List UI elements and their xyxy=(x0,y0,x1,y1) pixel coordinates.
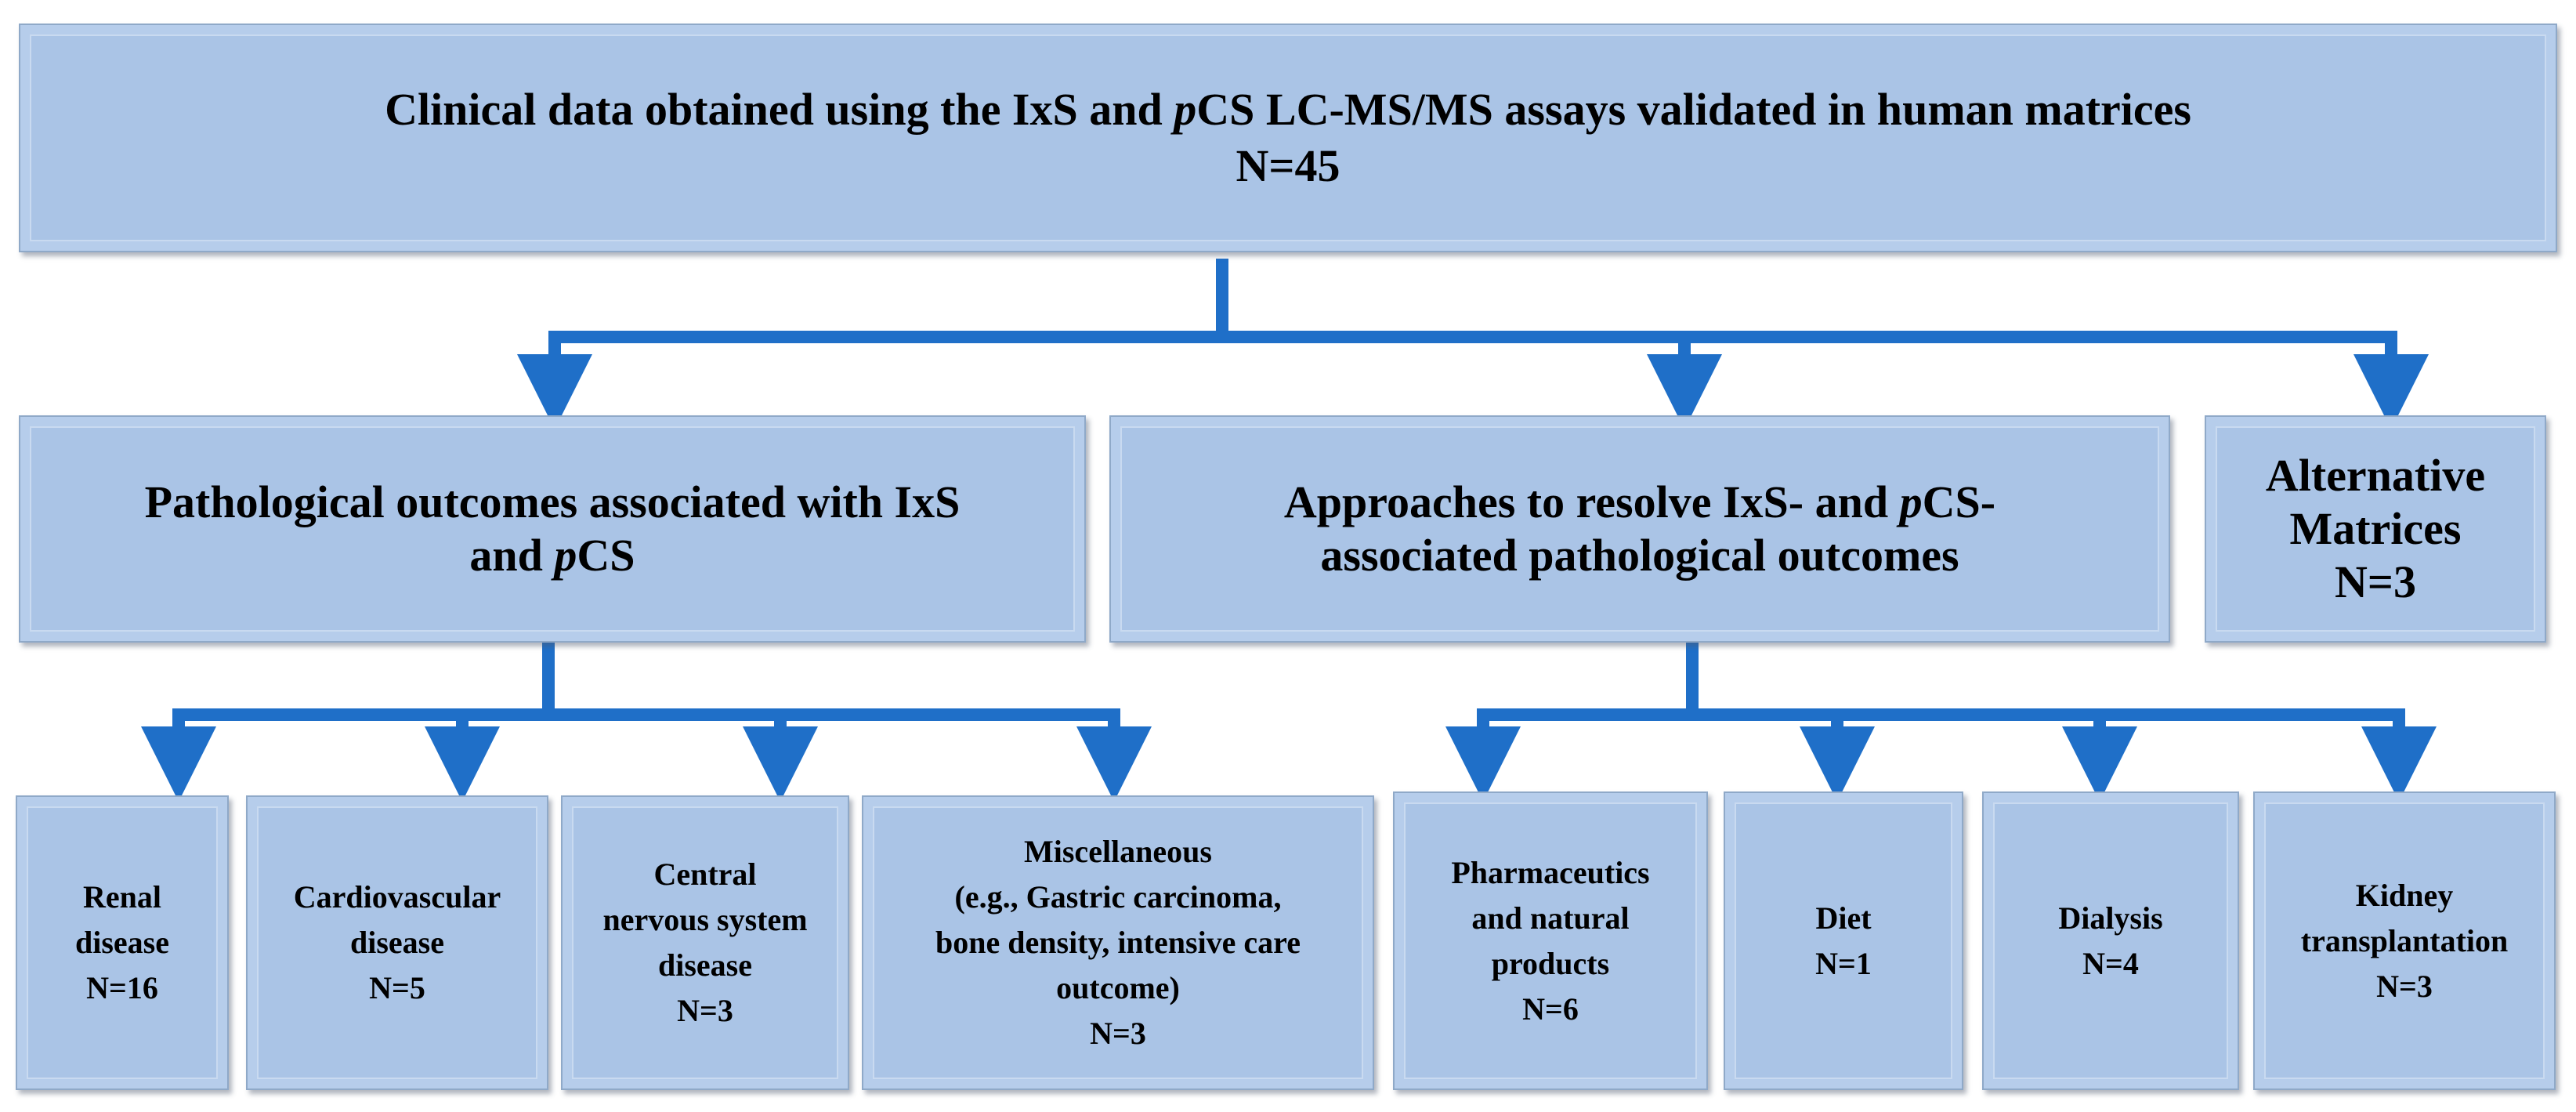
node-renal-line-3: N=16 xyxy=(86,970,158,1005)
node-cns-line-4: N=3 xyxy=(677,993,733,1028)
node-cns-line-3: disease xyxy=(658,947,752,983)
node-alternative-line-1: Alternative xyxy=(2265,450,2486,501)
node-pharma-line-1: Pharmaceutics xyxy=(1451,854,1650,890)
node-cardiovascular-line-3: N=5 xyxy=(369,970,425,1005)
node-alternative-matrices: Alternative Matrices N=3 xyxy=(2205,415,2546,643)
node-dialysis-line-2: N=4 xyxy=(2082,945,2139,981)
node-cns-line-2: nervous system xyxy=(602,902,808,937)
node-approaches-line-2: associated pathological outcomes xyxy=(1320,530,1959,581)
node-renal-line-1: Renal xyxy=(83,879,161,915)
node-diet: Diet N=1 xyxy=(1724,791,1963,1090)
node-misc-line-3: bone density, intensive care xyxy=(935,925,1301,960)
node-kidney-transplantation: Kidney transplantation N=3 xyxy=(2253,791,2556,1090)
node-miscellaneous: Miscellaneous (e.g., Gastric carcinoma, … xyxy=(862,795,1374,1090)
node-cardiovascular-line-2: disease xyxy=(350,925,444,960)
node-pathological-outcomes: Pathological outcomes associated with Ix… xyxy=(19,415,1086,643)
node-pharma-line-2: and natural xyxy=(1471,900,1630,936)
root-title: Clinical data obtained using the IxS and… xyxy=(385,84,2191,135)
node-pharma-line-4: N=6 xyxy=(1522,991,1579,1027)
node-misc-line-1: Miscellaneous xyxy=(1024,834,1212,869)
root-count: N=45 xyxy=(1236,140,1340,191)
node-diet-line-2: N=1 xyxy=(1815,945,1872,981)
node-dialysis: Dialysis N=4 xyxy=(1982,791,2239,1090)
node-misc-line-5: N=3 xyxy=(1090,1016,1146,1051)
node-kidney-line-3: N=3 xyxy=(2376,968,2433,1004)
node-dialysis-line-1: Dialysis xyxy=(2058,900,2163,936)
node-kidney-line-1: Kidney xyxy=(2355,877,2454,913)
node-misc-line-4: outcome) xyxy=(1056,970,1180,1005)
node-renal-line-2: disease xyxy=(75,925,169,960)
node-misc-line-2: (e.g., Gastric carcinoma, xyxy=(954,879,1282,915)
node-cardiovascular-disease: Cardiovascular disease N=5 xyxy=(246,795,548,1090)
node-pathological-line-2: and pCS xyxy=(469,530,635,581)
node-approaches: Approaches to resolve IxS- and pCS- asso… xyxy=(1109,415,2170,643)
node-pathological-line-1: Pathological outcomes associated with Ix… xyxy=(144,476,961,527)
node-cns-line-1: Central xyxy=(653,857,757,892)
node-cardiovascular-line-1: Cardiovascular xyxy=(293,879,501,915)
node-diet-line-1: Diet xyxy=(1815,900,1872,936)
root-node: Clinical data obtained using the IxS and… xyxy=(19,24,2557,252)
node-pharma-line-3: products xyxy=(1491,945,1610,981)
node-alternative-line-3: N=3 xyxy=(2335,556,2416,607)
node-pharmaceutics: Pharmaceutics and natural products N=6 xyxy=(1393,791,1708,1090)
node-alternative-line-2: Matrices xyxy=(2289,503,2462,554)
node-renal-disease: Renal disease N=16 xyxy=(16,795,229,1090)
node-cns-disease: Central nervous system disease N=3 xyxy=(561,795,849,1090)
node-kidney-line-2: transplantation xyxy=(2300,922,2509,958)
node-approaches-line-1: Approaches to resolve IxS- and pCS- xyxy=(1283,476,1996,527)
